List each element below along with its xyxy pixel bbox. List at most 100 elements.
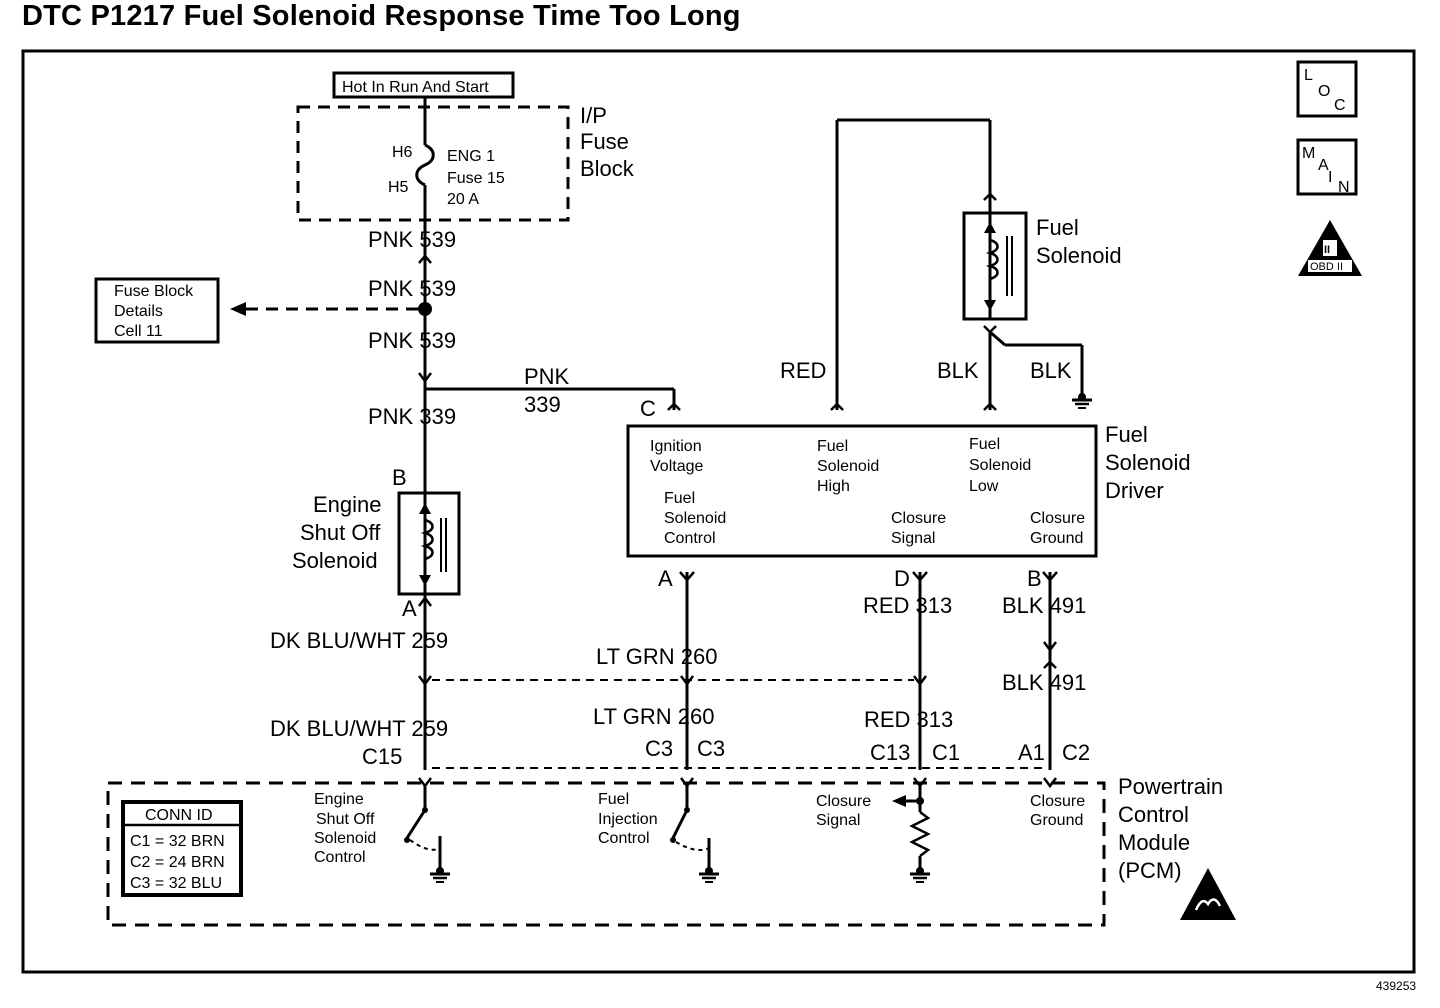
- driver-name: Fuel: [1105, 422, 1148, 447]
- wire-label: BLK 491: [1002, 670, 1086, 695]
- shutoff-solenoid-name: Solenoid: [292, 548, 378, 573]
- coil-icon: [420, 518, 434, 561]
- conn-id-row: C2 = 24 BRN: [130, 854, 225, 871]
- driver-pin-label: Fuel: [969, 436, 1000, 453]
- connector-label: D: [894, 566, 910, 591]
- power-source-label: Hot In Run And Start: [342, 79, 489, 96]
- fuse-pin: H6: [392, 144, 413, 161]
- pcm-name: Control: [1118, 802, 1189, 827]
- ground-icon: [697, 858, 721, 884]
- fuse-block-details-box[interactable]: [94, 277, 220, 344]
- details-label: Cell 11: [114, 323, 163, 340]
- obd-label: OBD II: [1310, 261, 1343, 273]
- wire-label: RED: [780, 358, 826, 383]
- wire-label: RED 313: [864, 707, 953, 732]
- connector-caret: [418, 595, 432, 607]
- drawing-number: 439253: [1376, 979, 1416, 993]
- conn-id-row: C1 = 32 BRN: [130, 833, 225, 850]
- wire-label: PNK 539: [368, 328, 456, 353]
- resistor-icon: [909, 811, 931, 857]
- wire-label: DK BLU/WHT 259: [270, 716, 448, 741]
- driver-pin-label: Closure: [891, 510, 946, 527]
- wire-label: BLK 491: [1002, 593, 1086, 618]
- driver-pin-label: Fuel: [664, 490, 695, 507]
- loc-letter: O: [1318, 83, 1330, 100]
- conn-id-row: C3 = 32 BLU: [130, 875, 222, 892]
- splice-dot: [418, 302, 432, 316]
- switch-icon: [405, 809, 427, 839]
- main-letter: I: [1328, 169, 1332, 186]
- pcm-pin-label: Solenoid: [314, 830, 376, 847]
- connector-label: A1: [1018, 740, 1045, 765]
- wire-label: PNK 539: [368, 276, 456, 301]
- loc-letter: C: [1334, 97, 1346, 114]
- ground-icon: [908, 858, 932, 884]
- conn-id-box: [121, 800, 243, 897]
- driver-pin-label: Solenoid: [969, 457, 1031, 474]
- connector-label: A: [658, 566, 673, 591]
- fuel-solenoid-box: [962, 211, 1028, 321]
- outer-frame: [21, 49, 1416, 974]
- driver-pin-label: Low: [969, 478, 999, 495]
- page-title: DTC P1217 Fuel Solenoid Response Time To…: [22, 0, 741, 32]
- connector-label: C1: [932, 740, 960, 765]
- pcm-pin-label: Signal: [816, 812, 860, 829]
- driver-pin-label: Control: [664, 530, 716, 547]
- fuse-block-name: I/P: [580, 103, 607, 128]
- wire-label: RED 313: [863, 593, 952, 618]
- wire-label: DK BLU/WHT 259: [270, 628, 448, 653]
- obd-ii-icon[interactable]: II OBD II: [1298, 220, 1362, 276]
- wire-label: PNK: [524, 364, 570, 389]
- main-letter: N: [1338, 179, 1350, 196]
- driver-pin-label: Fuel: [817, 438, 848, 455]
- connector-label: C15: [362, 744, 402, 769]
- connector-caret: [418, 254, 432, 264]
- wire-label: BLK: [937, 358, 979, 383]
- coil-icon: [985, 238, 999, 281]
- fuel-solenoid-name: Solenoid: [1036, 243, 1122, 268]
- driver-pin-label: Solenoid: [817, 458, 879, 475]
- switch-icon: [671, 809, 689, 839]
- connector-caret: [418, 675, 432, 687]
- shutoff-solenoid-name: Engine: [313, 492, 382, 517]
- fuse-pin: H5: [388, 179, 409, 196]
- wire-label: PNK 339: [368, 404, 456, 429]
- arrow-left-icon: [230, 302, 246, 316]
- pcm-name: (PCM): [1118, 858, 1182, 883]
- pcm-pin-label: Shut Off: [316, 811, 375, 828]
- connector-label: C: [640, 396, 656, 421]
- connector-label: C3: [645, 736, 673, 761]
- wire-label: BLK: [1030, 358, 1072, 383]
- pcm-box: [106, 781, 1106, 927]
- driver-pin-label: Solenoid: [664, 510, 726, 527]
- driver-pin-label: Voltage: [650, 458, 703, 475]
- fuse-block-name: Block: [580, 156, 635, 181]
- main-letter: M: [1302, 145, 1315, 162]
- driver-pin-label: Closure: [1030, 510, 1085, 527]
- fuse-label: ENG 1: [447, 148, 495, 165]
- pcm-pin-label: Fuel: [598, 791, 629, 808]
- driver-name: Driver: [1105, 478, 1164, 503]
- main-letter: A: [1318, 157, 1329, 174]
- ground-icon: [1070, 384, 1094, 410]
- pcm-pin-label: Closure: [816, 793, 871, 810]
- wire-label: 339: [524, 392, 561, 417]
- connector-label: C3: [697, 736, 725, 761]
- loc-icon[interactable]: L O C: [1296, 60, 1358, 118]
- wire-label: PNK 539: [368, 227, 456, 252]
- details-label: Details: [114, 303, 163, 320]
- connector-label: B: [392, 465, 407, 490]
- fuel-solenoid-driver-box: [626, 424, 1098, 558]
- main-icon[interactable]: M A I N: [1296, 138, 1358, 196]
- pcm-pin-label: Injection: [598, 811, 658, 828]
- connector-label: C2: [1062, 740, 1090, 765]
- fuse-icon: [415, 143, 435, 187]
- driver-pin-label: Ignition: [650, 438, 702, 455]
- driver-pin-label: High: [817, 478, 850, 495]
- conn-id-header: CONN ID: [145, 807, 213, 824]
- pcm-pin-label: Closure: [1030, 793, 1085, 810]
- loc-letter: L: [1304, 67, 1313, 84]
- fuse-block-name: Fuse: [580, 129, 629, 154]
- arrow-left-icon: [892, 795, 906, 807]
- ip-fuse-block: [296, 105, 570, 222]
